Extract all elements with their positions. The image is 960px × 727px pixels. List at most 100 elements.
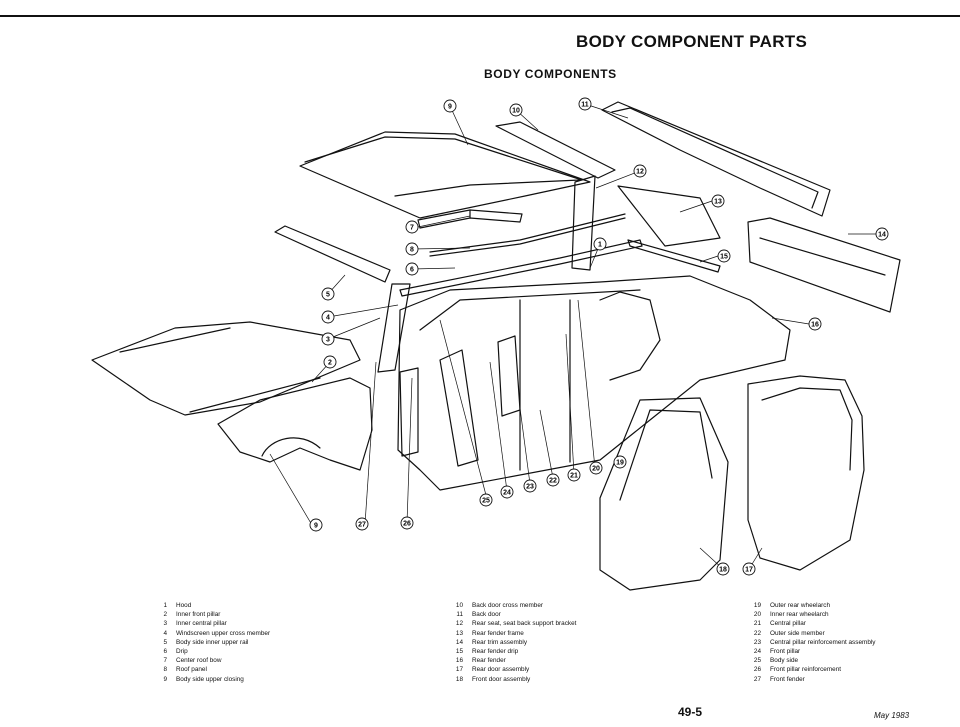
callout-number: 6 [410,267,414,274]
legend-label: Rear fender [472,657,506,665]
legend-label: Front fender [770,675,805,683]
callout-number: 4 [326,315,330,322]
callout-marker: 20 [589,461,603,475]
legend-row: 9 Body side upper closing [154,675,270,684]
legend-label: Front pillar reinforcement [770,666,842,674]
legend-number: 2 [163,611,167,619]
callout-marker: 14 [875,227,889,241]
legend-row: 5 Body side inner upper rail [154,638,270,647]
front-door [599,397,729,591]
legend-label: Rear fender drip [472,648,519,656]
callout-marker: 18 [716,562,730,576]
callout-number: 18 [719,567,727,574]
callout-number: 25 [482,498,490,505]
legend-label: Body side upper closing [176,675,244,683]
callout-number: 13 [714,199,722,206]
roof-panel [299,131,591,219]
legend-row: 10 Back door cross member [450,601,576,610]
legend-number: 22 [753,629,761,637]
windscreen-upper-cross-member [274,225,391,283]
legend-number: 5 [163,638,167,646]
legend-number: 9 [163,675,167,683]
rear-fender-frame [617,185,721,247]
callout-marker: 24 [500,485,514,499]
body-side [397,275,791,491]
callout-number: 19 [616,460,624,467]
front-pillar [439,349,479,467]
legend-row: 16 Rear fender [450,656,576,665]
callout-number: 23 [526,484,534,491]
legend-number: 13 [455,629,463,637]
callout-number: 10 [512,108,520,115]
callout-number: 2 [328,360,332,367]
legend-label: Body side inner upper rail [176,638,249,646]
legend-label: Hood [176,602,192,609]
legend-label: Back door cross member [472,602,544,609]
hood [91,321,361,416]
legend-number: 8 [163,666,167,674]
legend-label: Front door assembly [472,675,531,683]
legend-label: Center roof bow [176,657,222,665]
legend-number: 18 [455,675,463,683]
callout-marker: 8 [405,242,419,256]
legend-number: 20 [753,611,761,619]
back-door [601,101,831,217]
legend-label: Rear door assembly [472,666,530,674]
callout-marker: 25 [479,493,493,507]
legend-label: Rear fender frame [472,629,524,637]
callout-marker: 3 [321,332,335,346]
revision-date: May 1983 [874,711,910,720]
legend-number: 10 [455,602,463,609]
callout-number: 9 [314,523,318,530]
legend-label: Outer rear wheelarch [770,602,831,609]
callout-marker: 15 [717,249,731,263]
callout-number: 22 [549,478,557,485]
callout-number: 12 [636,169,644,176]
legend-label: Roof panel [176,666,207,674]
front-pillar-reinforcement [399,367,419,457]
callout-marker: 4 [321,310,335,324]
callout-marker: 21 [567,468,581,482]
legend-number: 6 [163,648,167,656]
back-door-cross-member [495,121,616,179]
page-number: 49-5 [678,705,703,719]
legend-number: 15 [455,648,463,656]
callout-number: 20 [592,466,600,473]
legend-row: 18 Front door assembly [450,675,576,684]
body-side-inner-upper-rail [399,239,643,297]
callout-number: 24 [503,490,511,497]
legend-label: Drip [176,648,188,656]
inner-front-pillar [377,283,411,373]
legend-number: 21 [753,620,761,628]
legend-number: 11 [456,611,463,619]
legend-number: 4 [163,629,167,637]
callout-marker: 22 [546,473,560,487]
callout-marker: 23 [523,479,537,493]
legend-label: Back door [472,611,501,619]
front-fender [217,377,373,471]
legend-label: Central pillar [770,620,806,628]
legend-label: Central pillar reinforcement assembly [770,638,876,646]
callout-number: 16 [811,322,819,329]
callout-number: 26 [403,521,411,528]
legend-number: 16 [455,657,463,665]
callout-number: 5 [326,292,330,299]
callout-marker: 16 [808,317,822,331]
legend-label: Body side [770,657,799,665]
callout-number: 11 [581,102,589,109]
callout-marker: 9 [443,99,457,113]
